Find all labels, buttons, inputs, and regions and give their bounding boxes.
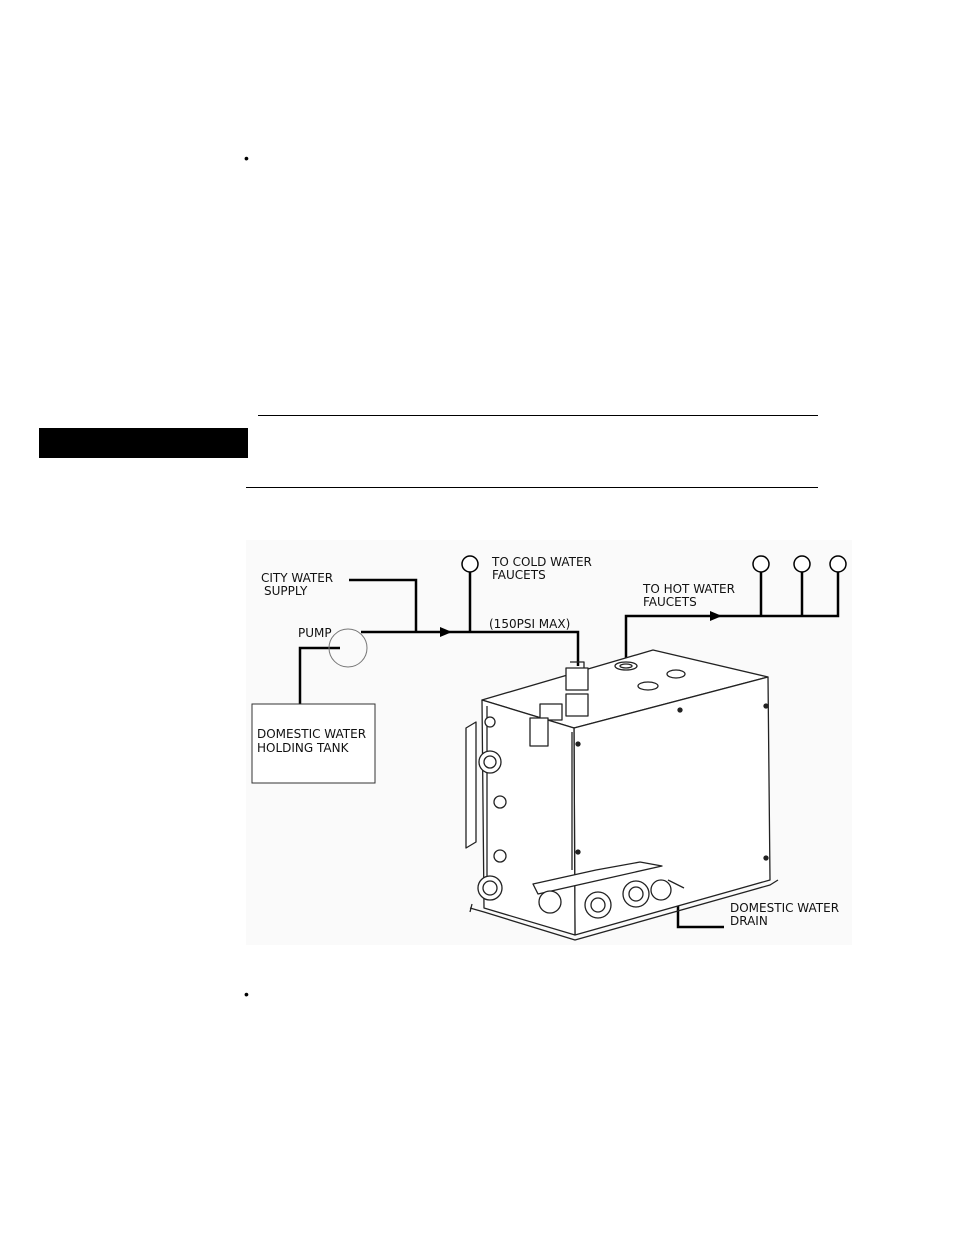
hot-faucet-symbol-3: [829, 555, 847, 573]
pressure-label: (150PSI MAX): [489, 617, 570, 631]
cold-faucets-label-1: TO COLD WATER: [491, 555, 592, 569]
pump-to-tank-pipe: [298, 646, 340, 708]
pump-symbol: [328, 628, 368, 668]
holding-tank-box: [251, 703, 376, 784]
flow-arrow-2: [710, 611, 722, 621]
hot-water-pipe: [624, 572, 840, 666]
holding-tank-label-1: DOMESTIC WATER: [257, 727, 366, 741]
city-water-pipe: [349, 578, 418, 632]
section-rule-top: [258, 415, 818, 416]
bullet-point-1: •: [244, 150, 249, 166]
drain-label-2: DRAIN: [730, 914, 768, 928]
section-rule-bottom: [246, 487, 818, 488]
flow-arrow-1: [440, 627, 452, 637]
drain-label-1: DOMESTIC WATER: [730, 901, 839, 915]
city-water-label-1: CITY WATER: [261, 571, 333, 585]
plumbing-diagram: CITY WATER SUPPLY PUMP DOMESTIC WATER HO…: [246, 540, 852, 945]
city-water-label-2: SUPPLY: [264, 584, 308, 598]
heater-unit-drawing: [465, 649, 779, 941]
cold-faucet-symbol: [461, 555, 479, 573]
pump-label: PUMP: [298, 626, 332, 640]
hot-faucets-label-2: FAUCETS: [643, 595, 697, 609]
main-supply-pipe: [361, 630, 580, 666]
hot-faucet-symbol-1: [752, 555, 770, 573]
holding-tank-label-2: HOLDING TANK: [257, 741, 350, 755]
cold-faucets-label-2: FAUCETS: [492, 568, 546, 582]
hot-faucet-symbol-2: [793, 555, 811, 573]
section-tab-bar: [39, 428, 248, 458]
bullet-point-2: •: [244, 986, 249, 1002]
hot-faucets-label-1: TO HOT WATER: [642, 582, 735, 596]
